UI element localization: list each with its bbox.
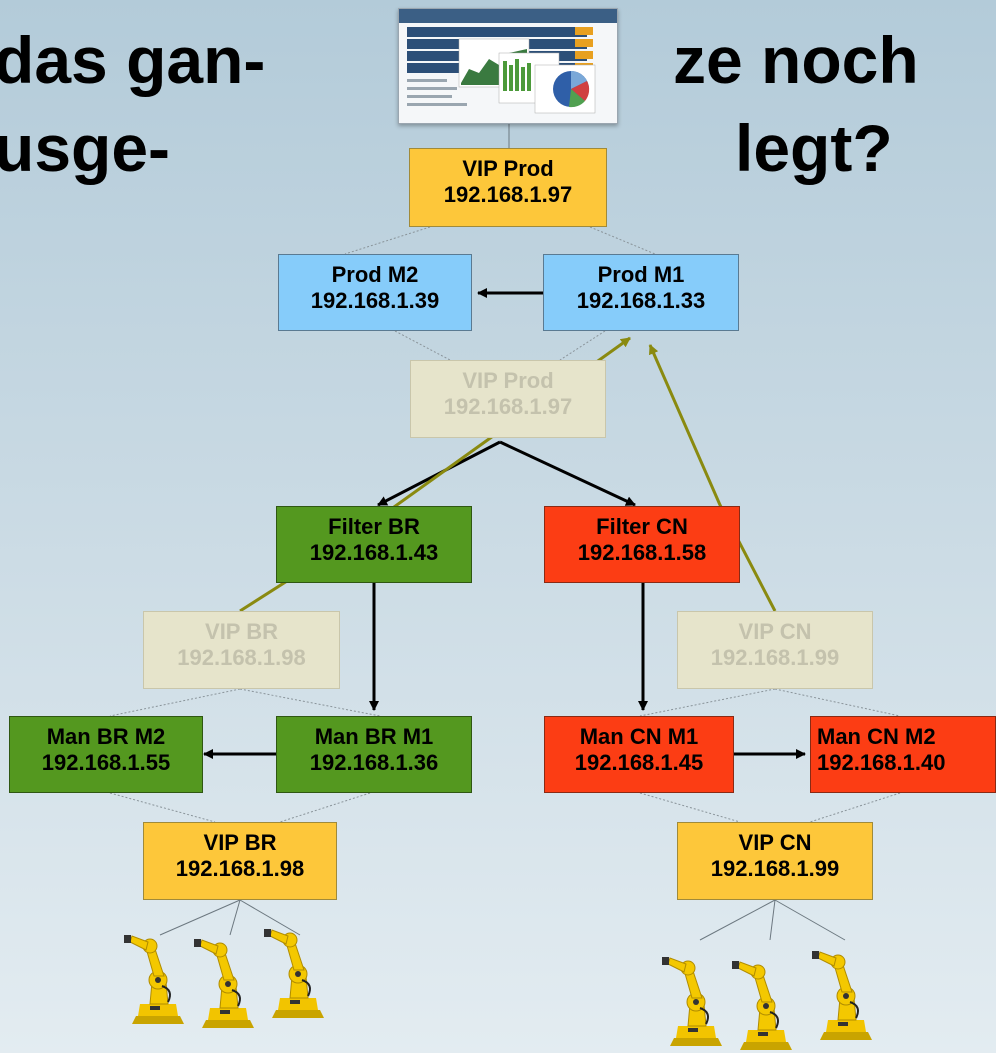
node-vip-prod: VIP Prod 192.168.1.97 <box>409 148 607 227</box>
node-prod-m1: Prod M1 192.168.1.33 <box>543 254 739 331</box>
node-label: Man BR M1 <box>314 724 434 749</box>
node-ip: 192.168.1.99 <box>710 856 840 881</box>
node-ip: 192.168.1.55 <box>41 750 171 775</box>
node-vip-prod-ghost: VIP Prod 192.168.1.97 <box>410 360 606 438</box>
node-ip: 192.168.1.33 <box>576 288 706 313</box>
node-ip: 192.168.1.98 <box>177 645 306 670</box>
node-label: VIP CN <box>738 830 812 855</box>
node-filter-cn: Filter CN 192.168.1.58 <box>544 506 740 583</box>
node-ip: 192.168.1.58 <box>577 540 707 565</box>
node-ip: 192.168.1.36 <box>309 750 439 775</box>
node-ip: 192.168.1.39 <box>310 288 440 313</box>
node-label: Filter BR <box>328 514 420 539</box>
title-right-line2: legt? <box>735 111 893 185</box>
node-label: Filter CN <box>596 514 688 539</box>
node-prod-m2: Prod M2 192.168.1.39 <box>278 254 472 331</box>
node-filter-br: Filter BR 192.168.1.43 <box>276 506 472 583</box>
node-man-br-m2: Man BR M2 192.168.1.55 <box>9 716 203 793</box>
node-vip-br: VIP BR 192.168.1.98 <box>143 822 337 900</box>
node-man-cn-m1: Man CN M1 192.168.1.45 <box>544 716 734 793</box>
node-ip: 192.168.1.45 <box>574 750 704 775</box>
node-label: Prod M1 <box>597 262 685 287</box>
node-label: Man BR M2 <box>46 724 166 749</box>
node-label: VIP Prod <box>462 156 554 181</box>
title-right-line1: ze noch <box>673 23 919 97</box>
node-vip-br-ghost: VIP BR 192.168.1.98 <box>143 611 340 689</box>
arrow-cn-to-prod-m1 <box>648 344 777 612</box>
dashboard-screenshot-icon <box>398 8 618 124</box>
node-ip: 192.168.1.99 <box>710 645 840 670</box>
title-left-line2: usge- <box>0 111 171 185</box>
node-label: VIP CN <box>738 619 812 644</box>
node-label: VIP BR <box>205 619 278 644</box>
node-ip: 192.168.1.40 <box>817 750 946 775</box>
node-ip: 192.168.1.97 <box>443 182 573 207</box>
node-vip-cn-ghost: VIP CN 192.168.1.99 <box>677 611 873 689</box>
node-vip-cn: VIP CN 192.168.1.99 <box>677 822 873 900</box>
node-man-br-m1: Man BR M1 192.168.1.36 <box>276 716 472 793</box>
node-man-cn-m2: Man CN M2 192.168.1.40 <box>810 716 996 793</box>
arrow-vip-to-filter-cn <box>499 440 636 507</box>
node-label: Man CN M2 <box>817 724 936 749</box>
node-ip: 192.168.1.97 <box>443 394 573 419</box>
node-label: Prod M2 <box>331 262 419 287</box>
node-label: Man CN M1 <box>579 724 699 749</box>
title-left-line1: das gan- <box>0 23 266 97</box>
node-ip: 192.168.1.43 <box>309 540 439 565</box>
node-label: VIP Prod <box>462 368 554 393</box>
node-label: VIP BR <box>203 830 277 855</box>
node-ip: 192.168.1.98 <box>175 856 305 881</box>
